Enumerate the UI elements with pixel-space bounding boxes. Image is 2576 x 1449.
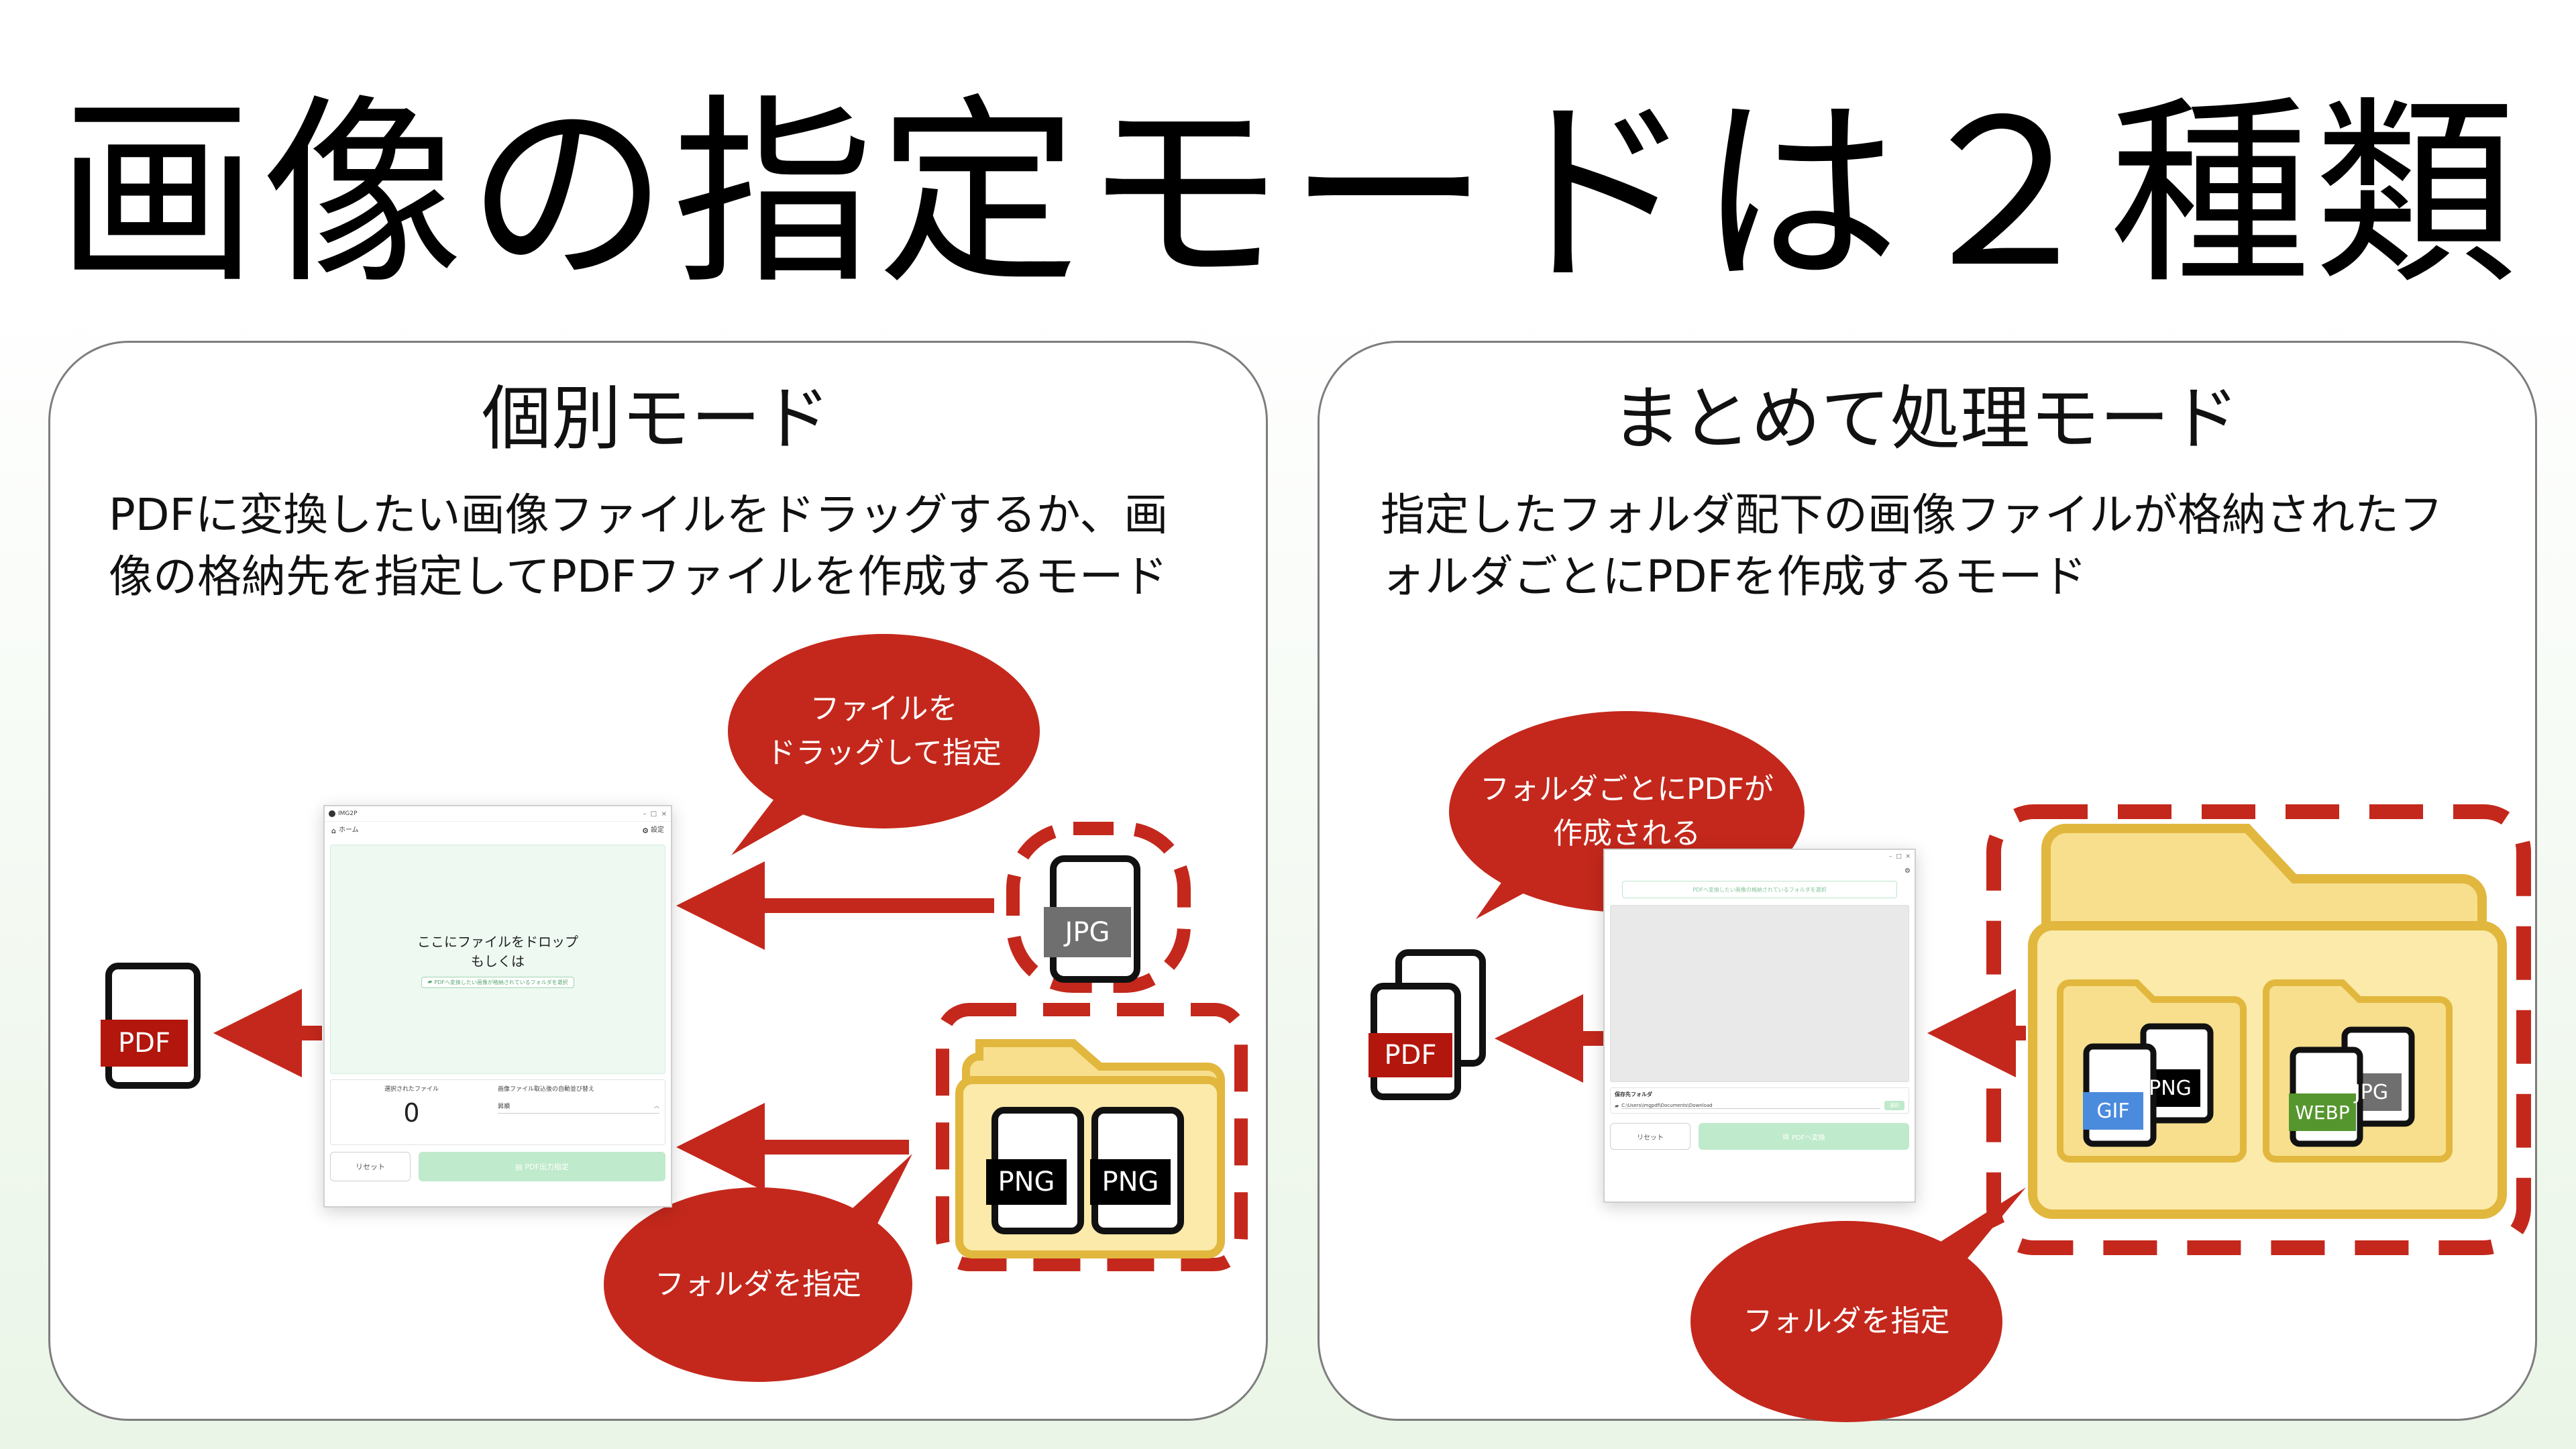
settings-row: ⚙ bbox=[1605, 863, 1915, 878]
folder-icon: ▰ bbox=[427, 979, 433, 985]
gear-icon[interactable]: ⚙ bbox=[642, 826, 649, 835]
gif-tag-text: GIF bbox=[2096, 1099, 2130, 1123]
pdf-output-label: PDF出力指定 bbox=[525, 1163, 569, 1171]
home-icon[interactable]: ⌂ bbox=[331, 826, 336, 835]
save-folder-row: ▰ C:\Users\imgpdf\Documents\Download 選択 bbox=[1615, 1101, 1904, 1110]
pdf-tag-text: PDF bbox=[1384, 1040, 1437, 1071]
reset-label: リセット bbox=[356, 1163, 385, 1171]
selected-files-box: 選択されたファイル 0 bbox=[331, 1080, 492, 1144]
bubble-drag-files: ファイルを ドラッグして指定 bbox=[728, 634, 1040, 828]
sort-label: 画像ファイル取込後の自動並び替え bbox=[498, 1086, 595, 1093]
png-tag-text: PNG bbox=[2149, 1076, 2192, 1100]
jpg-file-tag bbox=[1044, 907, 1131, 957]
reset-button[interactable]: リセット bbox=[330, 1152, 411, 1181]
reset-label: リセット bbox=[1637, 1134, 1664, 1142]
gif-file-tag bbox=[2083, 1092, 2143, 1130]
select-folder-button[interactable]: ▰ PDFへ変換したい画像が格納されているフォルダを選択 bbox=[421, 976, 574, 988]
app-nav-bar: ⌂ ホーム ⚙ 設定 bbox=[325, 822, 671, 839]
selected-files-count: 0 bbox=[403, 1098, 420, 1128]
status-row: 選択されたファイル 0 画像ファイル取込後の自動並び替え 昇順 ︿ bbox=[330, 1079, 665, 1145]
gear-icon[interactable]: ⚙ bbox=[1904, 867, 1911, 875]
app-window-batch: – □ × ⚙ PDFへ変換したい画像の格納されているフォルダを選択 保存先フォ… bbox=[1603, 849, 1916, 1203]
sort-select-value: 昇順 bbox=[498, 1103, 511, 1110]
jpg-tag-text: JPG bbox=[1065, 916, 1110, 948]
home-link[interactable]: ホーム bbox=[338, 826, 359, 834]
pdf-file-tag bbox=[1368, 1033, 1452, 1077]
reset-button[interactable]: リセット bbox=[1610, 1123, 1690, 1150]
description-line: PDFに変換したい画像ファイルをドラッグするか、画 bbox=[109, 489, 1169, 541]
chevron-up-icon: ︿ bbox=[654, 1102, 659, 1109]
drop-zone-text: ここにファイルをドロップ bbox=[417, 933, 578, 950]
pdf-icon: ▤ bbox=[1782, 1132, 1789, 1140]
window-controls[interactable]: – □ × bbox=[643, 810, 667, 818]
selected-files-label: 選択されたファイル bbox=[384, 1086, 439, 1093]
png-tag-text: PNG bbox=[998, 1167, 1055, 1197]
png-folder-highlight-dashed bbox=[936, 1003, 1248, 1271]
settings-link[interactable]: 設定 bbox=[651, 826, 664, 834]
pdf-file-tag bbox=[101, 1020, 188, 1067]
webp-file-tag bbox=[2289, 1093, 2356, 1131]
save-folder-section: 保存先フォルダ ▰ C:\Users\imgpdf\Documents\Down… bbox=[1610, 1087, 1909, 1114]
sort-box: 画像ファイル取込後の自動並び替え 昇順 ︿ bbox=[492, 1080, 665, 1144]
individual-mode-heading: 個別モード bbox=[481, 378, 830, 460]
select-folder-label: PDFへ変換したい画像の格納されているフォルダを選択 bbox=[1693, 886, 1827, 893]
drop-zone[interactable]: ここにファイルをドロップ もしくは ▰ PDFへ変換したい画像が格納されているフ… bbox=[330, 845, 665, 1074]
window-controls[interactable]: – □ × bbox=[1889, 853, 1911, 860]
app-logo-icon bbox=[329, 810, 335, 817]
png-tag-text: PNG bbox=[1102, 1167, 1159, 1197]
select-folder-label: PDFへ変換したい画像が格納されているフォルダを選択 bbox=[434, 979, 568, 985]
batch-mode-description: 指定したフォルダ配下の画像ファイルが格納されたフ ォルダごとにPDFを作成するモ… bbox=[1381, 484, 2521, 608]
action-row: リセット ▤ PDF出力指定 bbox=[330, 1152, 665, 1181]
jpg-highlight-dashed bbox=[1006, 822, 1191, 993]
individual-mode-description: PDFに変換したい画像ファイルをドラッグするか、画 像の格納先を指定してPDFフ… bbox=[109, 484, 1249, 608]
convert-pdf-button[interactable]: ▤ PDFへ変換 bbox=[1699, 1123, 1909, 1150]
pdf-tag-text: PDF bbox=[118, 1028, 170, 1059]
sort-select[interactable]: 昇順 ︿ bbox=[498, 1098, 659, 1114]
window-title: IMG2P bbox=[338, 810, 358, 817]
png-file-tag bbox=[1090, 1159, 1171, 1205]
app-window-individual: IMG2P – □ × ⌂ ホーム ⚙ 設定 ここにファイルをドロップ もしくは… bbox=[323, 805, 672, 1208]
convert-pdf-label: PDFへ変換 bbox=[1791, 1134, 1825, 1142]
bubble-line: ドラッグして指定 bbox=[766, 736, 1002, 770]
folder-icon: ▰ bbox=[1615, 1102, 1619, 1109]
bubble-line: 作成される bbox=[1552, 816, 1701, 851]
pdf-output-button[interactable]: ▤ PDF出力指定 bbox=[419, 1152, 665, 1181]
bubble-specify-folder: フォルダを指定 bbox=[1690, 1221, 2002, 1422]
batch-mode-heading: まとめて処理モード bbox=[1611, 378, 2239, 460]
pdf-icon: ▤ bbox=[515, 1162, 523, 1171]
action-row: リセット ▤ PDFへ変換 bbox=[1610, 1123, 1909, 1150]
webp-tag-text: WEBP bbox=[2295, 1101, 2350, 1124]
description-line: 指定したフォルダ配下の画像ファイルが格納されたフ bbox=[1381, 489, 2443, 541]
window-titlebar: IMG2P – □ × bbox=[325, 806, 671, 822]
folder-list-area[interactable] bbox=[1610, 905, 1909, 1082]
save-folder-label: 保存先フォルダ bbox=[1615, 1091, 1652, 1097]
page-title: 画像の指定モードは２種類 bbox=[56, 77, 2520, 311]
batch-folder-highlight-dashed bbox=[1986, 804, 2531, 1255]
description-line: ォルダごとにPDFを作成するモード bbox=[1381, 551, 2087, 602]
png-file-tag bbox=[986, 1159, 1067, 1205]
save-folder-path[interactable]: C:\Users\imgpdf\Documents\Download bbox=[1621, 1103, 1880, 1109]
bubble-line: ファイルを bbox=[810, 692, 958, 726]
description-line: 像の格納先を指定してPDFファイルを作成するモード bbox=[109, 551, 1168, 602]
bubble-line: フォルダごとにPDFが bbox=[1480, 772, 1774, 806]
drop-zone-text-2: もしくは bbox=[471, 953, 525, 969]
bubble-specify-folder: フォルダを指定 bbox=[604, 1187, 912, 1382]
browse-button[interactable]: 選択 bbox=[1884, 1101, 1904, 1110]
jpg-tag-text: JPG bbox=[2354, 1080, 2389, 1104]
select-folder-button[interactable]: PDFへ変換したい画像の格納されているフォルダを選択 bbox=[1622, 881, 1897, 898]
